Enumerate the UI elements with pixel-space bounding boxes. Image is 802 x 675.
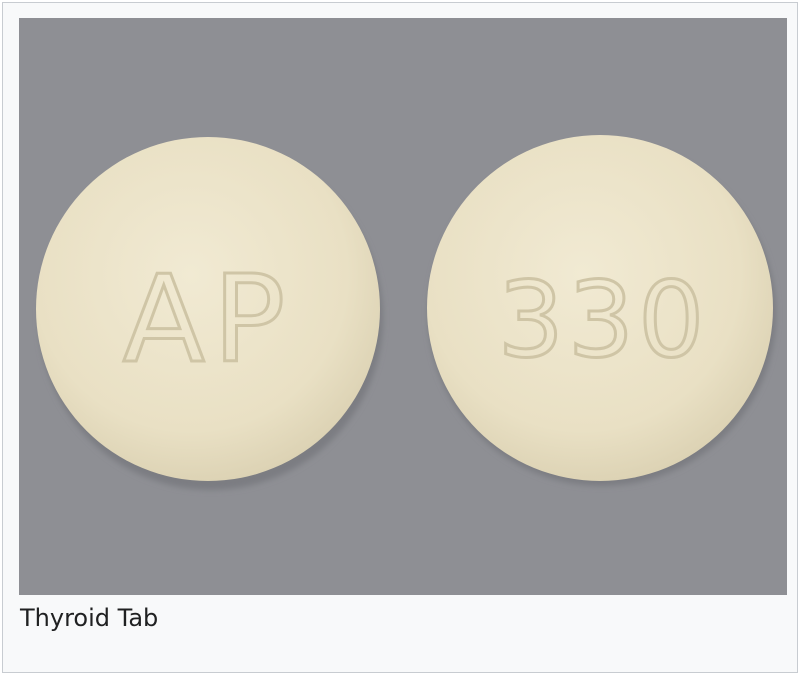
figure-caption: Thyroid Tab [20,604,159,632]
tablet-back-imprint: 330 [498,259,709,381]
tablet-front: AP [36,137,380,481]
tablet-front-imprint: AP [123,251,293,390]
tablet-back: 330 [427,135,773,481]
tablet-back-disc [427,135,773,481]
tablet-front-disc [36,137,380,481]
tablet-photo[interactable]: AP 330 [19,18,787,595]
tablet-photo-canvas: AP 330 [19,18,787,595]
